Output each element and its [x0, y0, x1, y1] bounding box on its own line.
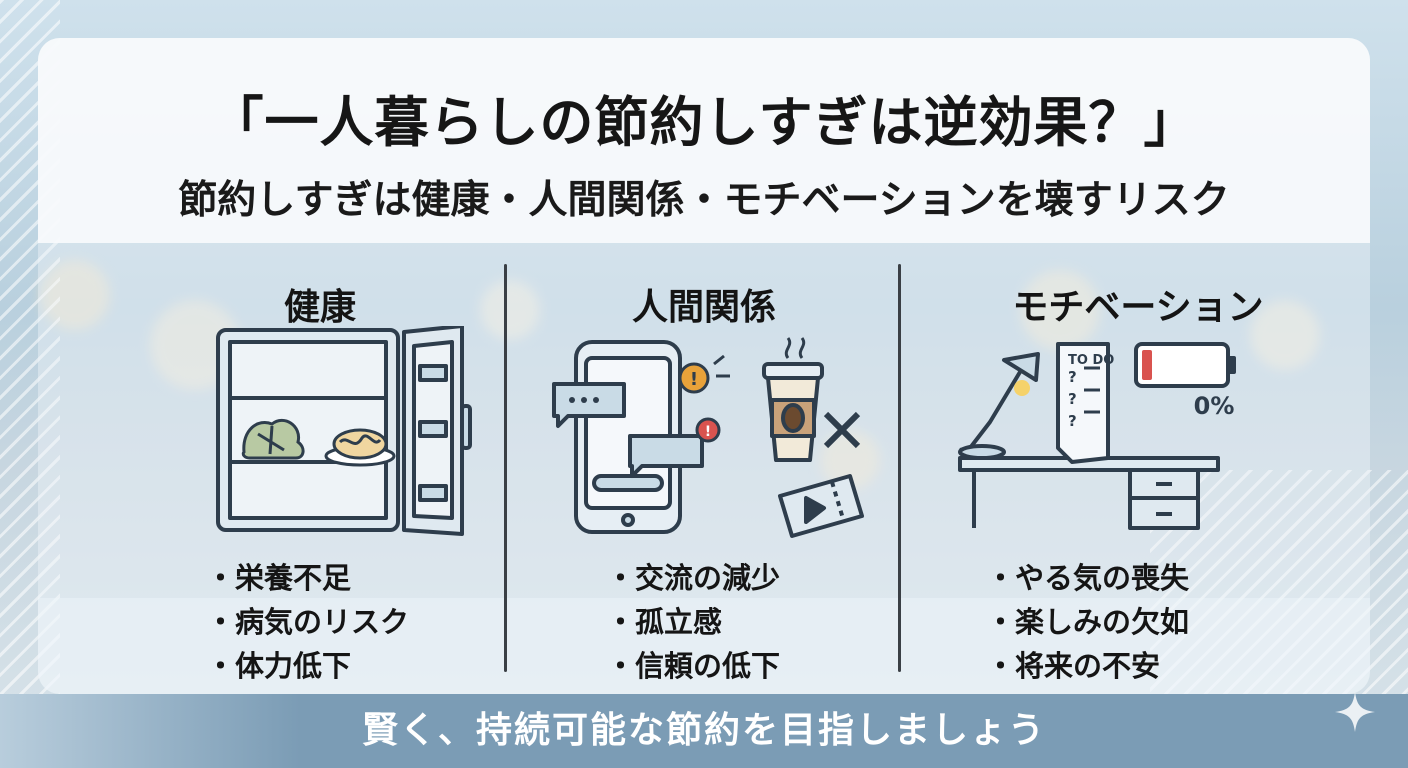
desk-lamp-todo-battery-icon: TO DO ??? 0%: [958, 342, 1236, 530]
column-divider: [898, 264, 901, 672]
list-item: 楽しみの欠如: [986, 600, 1189, 644]
list-item: 孤立感: [606, 600, 780, 644]
background-bokeh: [1250, 300, 1320, 370]
relationship-risk-list: 交流の減少 孤立感 信頼の低下: [606, 556, 780, 688]
svg-text:?: ?: [1068, 368, 1077, 386]
todo-label: TO DO: [1068, 353, 1114, 368]
svg-text:?: ?: [1068, 390, 1077, 408]
list-item: 栄養不足: [206, 556, 409, 600]
page-title: 「一人暮らしの節約しすぎは逆効果？」: [209, 91, 1199, 154]
list-item: 交流の減少: [606, 556, 780, 600]
background-bokeh: [1020, 270, 1100, 350]
list-item: 体力低下: [206, 644, 409, 688]
list-item: 将来の不安: [986, 644, 1189, 688]
battery-percent-label: 0%: [1194, 392, 1235, 420]
page-subtitle: 節約しすぎは健康・人間関係・モチベーションを壊すリスク: [178, 178, 1230, 223]
motivation-risk-list: やる気の喪失 楽しみの欠如 将来の不安: [986, 556, 1189, 688]
background-bokeh: [480, 280, 540, 340]
list-item: 病気のリスク: [206, 600, 409, 644]
column-divider: [504, 264, 507, 672]
title-header: 「一人暮らしの節約しすぎは逆効果？」 節約しすぎは健康・人間関係・モチベーション…: [38, 38, 1370, 243]
list-item: 信頼の低下: [606, 644, 780, 688]
open-refrigerator-icon: [216, 326, 472, 536]
column-heading-health: 健康: [283, 287, 356, 328]
svg-text:!: !: [690, 369, 698, 390]
smartphone-chat-coffee-ticket-icon: ! !: [552, 337, 864, 538]
list-item: やる気の喪失: [986, 556, 1189, 600]
sparkle-icon: [1335, 692, 1375, 732]
footer-fade: [0, 694, 300, 768]
column-heading-motivation: モチベーション: [1012, 287, 1264, 328]
health-risk-list: 栄養不足 病気のリスク 体力低下: [206, 556, 409, 688]
main-card: 「一人暮らしの節約しすぎは逆効果？」 節約しすぎは健康・人間関係・モチベーション…: [38, 38, 1370, 694]
footer-message: 賢く、持続可能な節約を目指しましょう: [361, 710, 1046, 751]
column-heading-relationships: 人間関係: [631, 287, 776, 328]
svg-text:?: ?: [1068, 412, 1077, 430]
svg-text:!: !: [705, 424, 711, 440]
